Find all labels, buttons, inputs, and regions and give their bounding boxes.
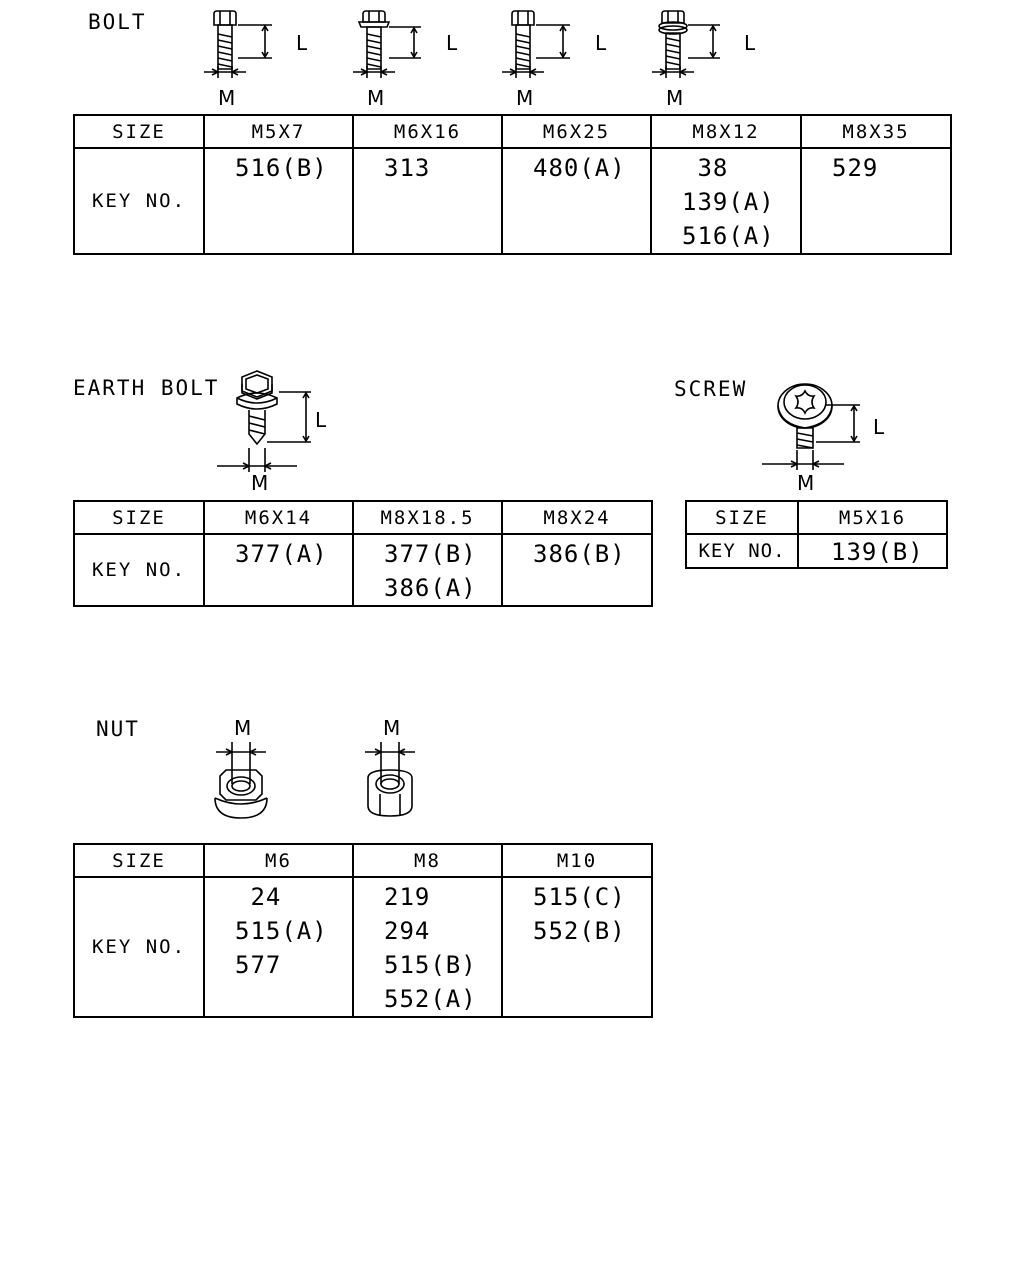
- key-no-value: 139(B): [831, 538, 924, 566]
- key-no-value: 386(B): [533, 540, 626, 568]
- key-no-cell: 515(C) 552(B): [501, 876, 653, 1018]
- bolt-section-title: BOLT: [88, 10, 147, 34]
- key-no-value: 480(A): [533, 154, 626, 182]
- key-no-value: 313: [384, 154, 431, 182]
- size-header: M5X7: [203, 114, 354, 149]
- key-no-value: 577: [235, 951, 282, 979]
- key-no-value: 38: [682, 154, 729, 182]
- key-no-cell: 38 139(A) 516(A): [650, 147, 802, 255]
- size-header: M6X16: [352, 114, 503, 149]
- hex-bolt-icon: [498, 6, 578, 80]
- diameter-mark-earth-bolt: M: [251, 471, 269, 495]
- key-no-label: KEY NO.: [73, 147, 205, 255]
- key-no-value: 552(B): [533, 917, 626, 945]
- key-no-label: KEY NO.: [73, 533, 205, 607]
- nut-size-table: SIZE M6 M8 M10 KEY NO. 24 515(A) 577 219…: [73, 843, 653, 1018]
- key-no-cell: 24 515(A) 577: [203, 876, 354, 1018]
- key-no-value: 294: [384, 917, 431, 945]
- flange-nut-icon: [210, 738, 274, 826]
- diameter-mark-screw: M: [797, 471, 815, 495]
- screw-section-title: SCREW: [674, 377, 748, 401]
- key-no-cell: 377(B) 386(A): [352, 533, 503, 607]
- size-header: M6: [203, 843, 354, 878]
- size-header: M8: [352, 843, 503, 878]
- key-no-value: 386(A): [384, 574, 477, 602]
- key-no-value: 24: [235, 883, 282, 911]
- diameter-mark-nut-2: M: [383, 716, 401, 740]
- size-header: M8X18.5: [352, 500, 503, 535]
- key-no-cell: 529: [800, 147, 952, 255]
- hex-nut-icon: [360, 738, 424, 826]
- length-mark-bolt-1: L: [296, 31, 308, 55]
- key-no-value: 516(A): [682, 222, 775, 250]
- length-mark-earth-bolt: L: [315, 408, 327, 432]
- key-no-value: 219: [384, 883, 431, 911]
- key-no-label: KEY NO.: [685, 533, 799, 569]
- key-no-value: 515(B): [384, 951, 477, 979]
- size-header: M8X24: [501, 500, 653, 535]
- diameter-mark-bolt-4: M: [666, 86, 684, 110]
- bolt-size-table: SIZE M5X7 M6X16 M6X25 M8X12 M8X35 KEY NO…: [73, 114, 952, 255]
- size-header-label: SIZE: [73, 500, 205, 535]
- key-no-cell: 516(B): [203, 147, 354, 255]
- earth-bolt-section-title: EARTH BOLT: [73, 376, 220, 400]
- key-no-value: 515(A): [235, 917, 328, 945]
- diameter-mark-bolt-3: M: [516, 86, 534, 110]
- size-header-label: SIZE: [73, 843, 205, 878]
- key-no-cell: 313: [352, 147, 503, 255]
- diameter-mark-bolt-1: M: [218, 86, 236, 110]
- length-mark-bolt-3: L: [595, 31, 607, 55]
- length-mark-bolt-4: L: [744, 31, 756, 55]
- washer-bolt-icon: [648, 6, 728, 80]
- key-no-value: 139(A): [682, 188, 775, 216]
- key-no-value: 377(A): [235, 540, 328, 568]
- earth-bolt-size-table: SIZE M6X14 M8X18.5 M8X24 KEY NO. 377(A) …: [73, 500, 653, 607]
- key-no-cell: 219 294 515(B) 552(A): [352, 876, 503, 1018]
- key-no-label: KEY NO.: [73, 876, 205, 1018]
- key-no-value: 529: [832, 154, 879, 182]
- key-no-cell: 377(A): [203, 533, 354, 607]
- size-header: M6X14: [203, 500, 354, 535]
- hex-bolt-icon: [200, 6, 280, 80]
- size-header: M8X35: [800, 114, 952, 149]
- key-no-value: 516(B): [235, 154, 328, 182]
- key-no-cell: 480(A): [501, 147, 652, 255]
- key-no-cell: 386(B): [501, 533, 653, 607]
- size-header-label: SIZE: [685, 500, 799, 535]
- flange-bolt-icon: [349, 6, 429, 80]
- key-no-value: 377(B): [384, 540, 477, 568]
- size-header: M10: [501, 843, 653, 878]
- diameter-mark-bolt-2: M: [367, 86, 385, 110]
- size-header: M6X25: [501, 114, 652, 149]
- key-no-value: 515(C): [533, 883, 626, 911]
- earth-bolt-icon: [215, 368, 315, 472]
- length-mark-screw: L: [873, 415, 885, 439]
- size-header: M8X12: [650, 114, 802, 149]
- diameter-mark-nut-1: M: [234, 716, 252, 740]
- length-mark-bolt-2: L: [446, 31, 458, 55]
- size-header-label: SIZE: [73, 114, 205, 149]
- key-no-value: 552(A): [384, 985, 477, 1013]
- size-header: M5X16: [797, 500, 948, 535]
- nut-section-title: NUT: [96, 717, 140, 741]
- key-no-cell: 139(B): [797, 533, 948, 569]
- torx-screw-icon: [760, 378, 870, 470]
- screw-size-table: SIZE M5X16 KEY NO. 139(B): [685, 500, 948, 569]
